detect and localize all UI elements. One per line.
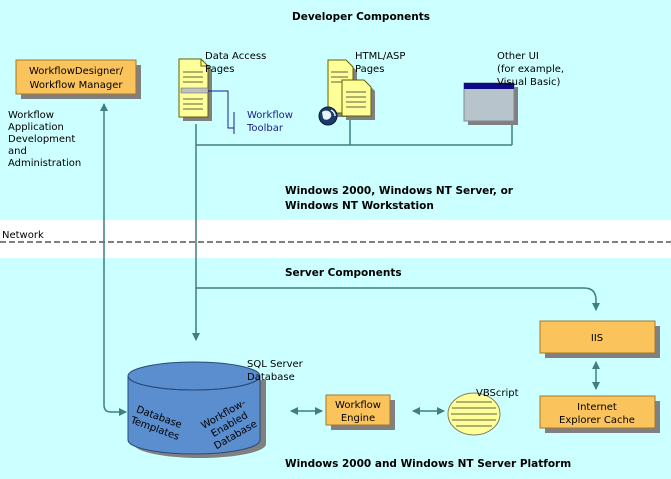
server-components-title: Server Components	[285, 267, 402, 279]
app-dev-line-5: Administration	[8, 158, 81, 169]
app-dev-line-4: and	[8, 146, 27, 157]
workflow-toolbar-label-2: Toolbar	[246, 123, 284, 134]
app-dev-line-3: Development	[8, 134, 75, 145]
connector-to-iis	[196, 287, 600, 311]
ie-cache-label-2: Explorer Cache	[559, 415, 635, 426]
app-dev-line-1: Workflow	[8, 110, 54, 121]
connector-designer-db	[100, 103, 127, 416]
workflow-engine-box: Workflow Engine	[325, 394, 395, 430]
workflow-designer-label-1: WorkflowDesigner/	[29, 66, 124, 77]
server-panel	[0, 258, 671, 479]
ie-cache-box: Internet Explorer Cache	[539, 395, 660, 433]
data-access-pages-icon	[178, 58, 212, 121]
other-ui-label-3: Visual Basic)	[497, 77, 561, 88]
other-ui-label-1: Other UI	[497, 51, 539, 62]
developer-platform-line1: Windows 2000, Windows NT Server, or	[285, 185, 514, 197]
other-ui-window-icon	[463, 82, 518, 125]
workflow-toolbar-callout	[208, 90, 234, 129]
network-label: Network	[2, 230, 44, 241]
vbscript-document-icon	[447, 392, 501, 436]
ie-cache-label-1: Internet	[577, 402, 617, 413]
sql-server-database-cylinder	[127, 361, 266, 458]
iis-box: IIS	[539, 320, 660, 358]
sql-server-label-1: SQL Server	[247, 359, 304, 370]
workflow-designer-label-2: Workflow Manager	[30, 80, 124, 91]
developer-platform-line2: Windows NT Workstation	[285, 200, 434, 212]
iis-label: IIS	[591, 333, 603, 344]
developer-components-title: Developer Components	[292, 11, 430, 23]
globe-icon	[318, 106, 338, 126]
app-dev-line-2: Application	[8, 122, 64, 133]
html-asp-pages-label-1: HTML/ASP	[355, 51, 405, 62]
data-access-pages-label-1: Data Access	[205, 51, 266, 62]
workflow-engine-label-1: Workflow	[335, 400, 381, 411]
vbscript-label: VBScript	[476, 388, 519, 399]
server-platform: Windows 2000 and Windows NT Server Platf…	[285, 458, 571, 470]
workflow-designer-box: WorkflowDesigner/ Workflow Manager	[15, 59, 141, 99]
html-asp-pages-label-2: Pages	[355, 64, 384, 75]
workflow-engine-label-2: Engine	[341, 413, 375, 424]
workflow-toolbar-label-1: Workflow	[247, 110, 293, 121]
other-ui-label-2: (for example,	[497, 64, 564, 75]
html-asp-pages-icon	[327, 59, 375, 120]
data-access-pages-label-2: Pages	[205, 64, 234, 75]
sql-server-label-2: Database	[247, 372, 295, 383]
